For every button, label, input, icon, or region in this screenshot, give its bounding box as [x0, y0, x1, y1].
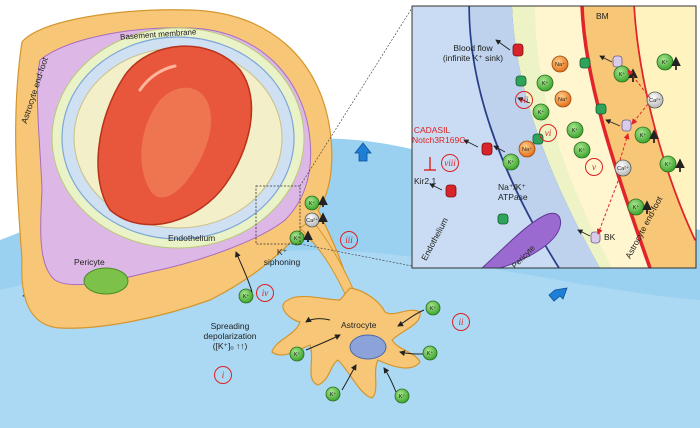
svg-text:K⁺: K⁺: [633, 204, 640, 211]
svg-text:K⁺: K⁺: [572, 127, 579, 134]
svg-text:Ca²⁺: Ca²⁺: [306, 217, 318, 224]
label-pericyte: Pericyte: [74, 257, 105, 267]
marker-vii: vii: [515, 91, 533, 109]
svg-text:K⁺: K⁺: [330, 391, 337, 398]
svg-text:K⁺: K⁺: [665, 161, 672, 168]
label-endothelium: Endothelium: [168, 233, 216, 243]
marker-iii: iii: [340, 231, 358, 249]
svg-text:K⁺: K⁺: [640, 132, 647, 139]
svg-text:K⁺: K⁺: [427, 350, 434, 357]
svg-text:Ca²⁺: Ca²⁺: [617, 165, 629, 172]
marker-i: i: [214, 366, 232, 384]
svg-text:K⁺: K⁺: [294, 235, 301, 242]
marker-viii: viii: [441, 154, 459, 172]
svg-text:K⁺: K⁺: [399, 393, 406, 400]
up-arrow-icons: [303, 195, 328, 242]
label-cadasil: CADASIL Notch3R169C: [412, 125, 466, 145]
label-bm: BM: [596, 11, 609, 21]
marker-ii: ii: [452, 313, 470, 331]
label-kir: Kir2.1: [414, 176, 437, 186]
nak-atpase-pumps: [497, 57, 607, 225]
svg-text:K⁺: K⁺: [243, 293, 250, 300]
inset-panel: Na⁺ Na⁺ Na⁺ K⁺ K⁺ K⁺ K⁺ K⁺ K⁺ K⁺ K⁺ K⁺ K⁺ Ca²⁺ Ca²…: [412, 6, 696, 268]
svg-text:K⁺: K⁺: [579, 147, 586, 154]
zoom-box: [255, 185, 301, 245]
label-bk: BK: [604, 232, 616, 242]
svg-text:K⁺: K⁺: [538, 109, 545, 116]
inset-border: [411, 5, 697, 269]
label-blood-flow: Blood flow (infinite K⁺ sink): [442, 43, 504, 63]
svg-text:K⁺: K⁺: [619, 71, 626, 78]
svg-text:K⁺: K⁺: [662, 59, 669, 66]
marker-vi: vi: [539, 124, 557, 142]
svg-text:K⁺: K⁺: [508, 159, 515, 166]
svg-text:K⁺: K⁺: [430, 305, 437, 312]
potassium-ions-main: [238, 195, 441, 404]
label-k-siphoning: K⁺ siphoning: [263, 247, 301, 267]
svg-text:Ca²⁺: Ca²⁺: [649, 97, 661, 104]
svg-text:K⁺: K⁺: [294, 351, 301, 358]
marker-iv: iv: [256, 284, 274, 302]
label-spreading-depolarization: Spreading depolarization ([K⁺]ₒ ↑↑): [203, 321, 257, 351]
svg-text:K⁺: K⁺: [542, 80, 549, 87]
svg-text:Na⁺: Na⁺: [522, 146, 532, 153]
kir-channels: [445, 43, 524, 198]
label-astrocyte: Astrocyte: [341, 320, 377, 330]
astrocyte-nucleus: [349, 334, 387, 360]
pericyte-nucleus: [83, 267, 129, 295]
svg-text:Na⁺: Na⁺: [555, 61, 565, 68]
svg-text:Na⁺: Na⁺: [558, 96, 568, 103]
ion-flow-arrows: [235, 251, 425, 393]
label-nak-atpase: Na⁺/K⁺ ATPase: [498, 182, 528, 202]
svg-text:K⁺: K⁺: [309, 200, 316, 207]
marker-v: v: [585, 158, 603, 176]
inset-pericyte: [481, 212, 562, 268]
